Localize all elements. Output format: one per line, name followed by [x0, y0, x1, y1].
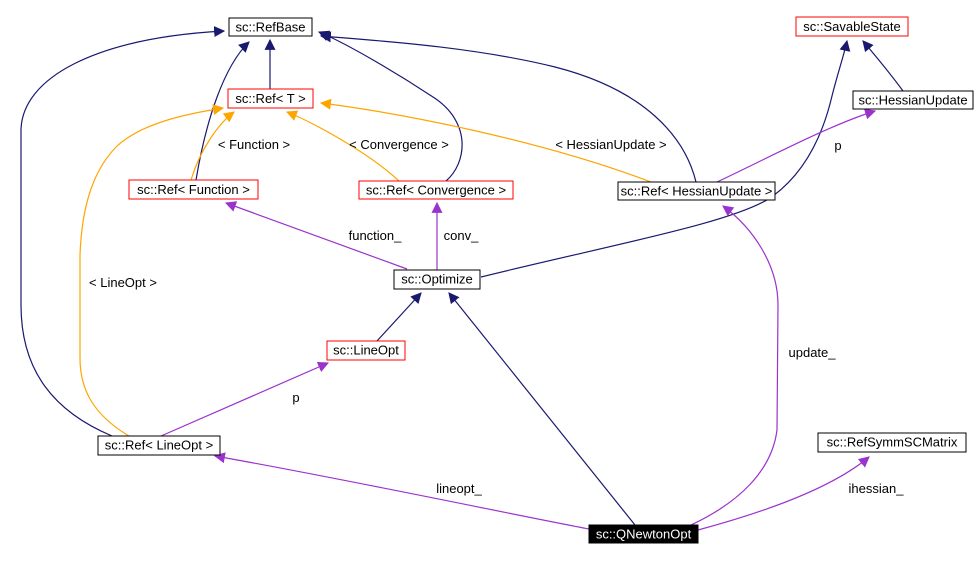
edge-ref-convergence-to-ref-t [285, 110, 400, 182]
edge-optimize-to-savablestate [480, 39, 851, 278]
edge-ref-lineopt-to-refbase [20, 26, 226, 437]
node-box [228, 17, 313, 37]
edge-label-template-function: < Function > [218, 137, 290, 152]
edge-qnewtonopt-to-ref-hessianupdate [690, 205, 779, 526]
node-label: sc::Ref< Function > [137, 182, 250, 197]
edge-ref-hessianupdate-to-hessianupdate [716, 108, 877, 183]
edge-hessianupdate-to-savablestate [862, 40, 904, 92]
node-label: sc::SavableState [803, 19, 901, 34]
node-box [358, 180, 514, 200]
edge-label-conv: conv_ [444, 228, 479, 243]
node-sc-ref-convergence[interactable]: sc::Ref< Convergence > [358, 180, 514, 200]
node-sc-hessianupdate[interactable]: sc::HessianUpdate [852, 90, 974, 110]
edge-label-lineopt: lineopt_ [436, 481, 482, 496]
node-box [817, 432, 967, 453]
node-label: sc::LineOpt [333, 343, 399, 358]
edge-ref-lineopt-to-ref-t [79, 104, 225, 437]
node-box [326, 340, 406, 361]
edge-qnewtonopt-to-ref-lineopt [213, 452, 590, 530]
edge-label-update: update_ [789, 345, 837, 360]
node-sc-refbase[interactable]: sc::RefBase [228, 17, 313, 37]
edge-ref-lineopt-to-lineopt [160, 361, 330, 437]
edge-ref-hessianupdate-to-refbase [319, 31, 697, 183]
node-sc-qnewtonopt: sc::QNewtonOpt [588, 524, 699, 544]
node-label: sc::Ref< T > [235, 91, 305, 106]
edge-lineopt-to-optimize [376, 292, 422, 342]
node-sc-ref-lineopt[interactable]: sc::Ref< LineOpt > [97, 435, 221, 456]
node-label: sc::Optimize [401, 272, 473, 287]
node-label: sc::RefBase [235, 20, 305, 35]
node-sc-refsymmscmatrix[interactable]: sc::RefSymmSCMatrix [817, 432, 967, 453]
edge-label-ihessian: ihessian_ [849, 481, 905, 496]
node-label: sc::Ref< HessianUpdate > [621, 184, 773, 199]
node-label: sc::HessianUpdate [858, 93, 967, 108]
node-sc-ref-t[interactable]: sc::Ref< T > [227, 88, 314, 109]
node-sc-optimize[interactable]: sc::Optimize [393, 269, 481, 290]
edge-label-template-convergence: < Convergence > [349, 137, 449, 152]
node-sc-lineopt[interactable]: sc::LineOpt [326, 340, 406, 361]
node-sc-ref-hessianupdate[interactable]: sc::Ref< HessianUpdate > [617, 181, 776, 201]
node-box [588, 524, 699, 544]
node-box [795, 16, 909, 37]
edge-qnewtonopt-to-refsymmscmatrix [697, 456, 870, 531]
node-box [617, 181, 776, 201]
edge-label-p-hessianupdate: p [834, 138, 841, 153]
edge-qnewtonopt-to-optimize [448, 292, 636, 526]
edge-ref-function-to-refbase [195, 41, 250, 181]
node-label: sc::RefSymmSCMatrix [827, 435, 958, 450]
node-box [227, 88, 314, 109]
node-box [97, 435, 221, 456]
edge-label-template-hessianupdate: < HessianUpdate > [555, 137, 666, 152]
node-sc-ref-function[interactable]: sc::Ref< Function > [128, 179, 259, 200]
edge-optimize-to-ref-function [224, 201, 408, 270]
node-sc-savablestate[interactable]: sc::SavableState [795, 16, 909, 37]
node-box [128, 179, 259, 200]
node-label: sc::Ref< LineOpt > [105, 438, 213, 453]
node-box [852, 90, 974, 110]
node-box [393, 269, 481, 290]
node-label: sc::QNewtonOpt [596, 527, 692, 542]
edge-ref-hessianupdate-to-ref-t [319, 98, 652, 183]
edge-label-function: function_ [349, 228, 403, 243]
node-label: sc::Ref< Convergence > [366, 183, 506, 198]
edge-label-p-lineopt: p [292, 390, 299, 405]
edge-ref-convergence-to-refbase [317, 30, 463, 182]
edge-ref-function-to-ref-t [190, 111, 235, 181]
edge-label-template-lineopt: < LineOpt > [89, 275, 157, 290]
